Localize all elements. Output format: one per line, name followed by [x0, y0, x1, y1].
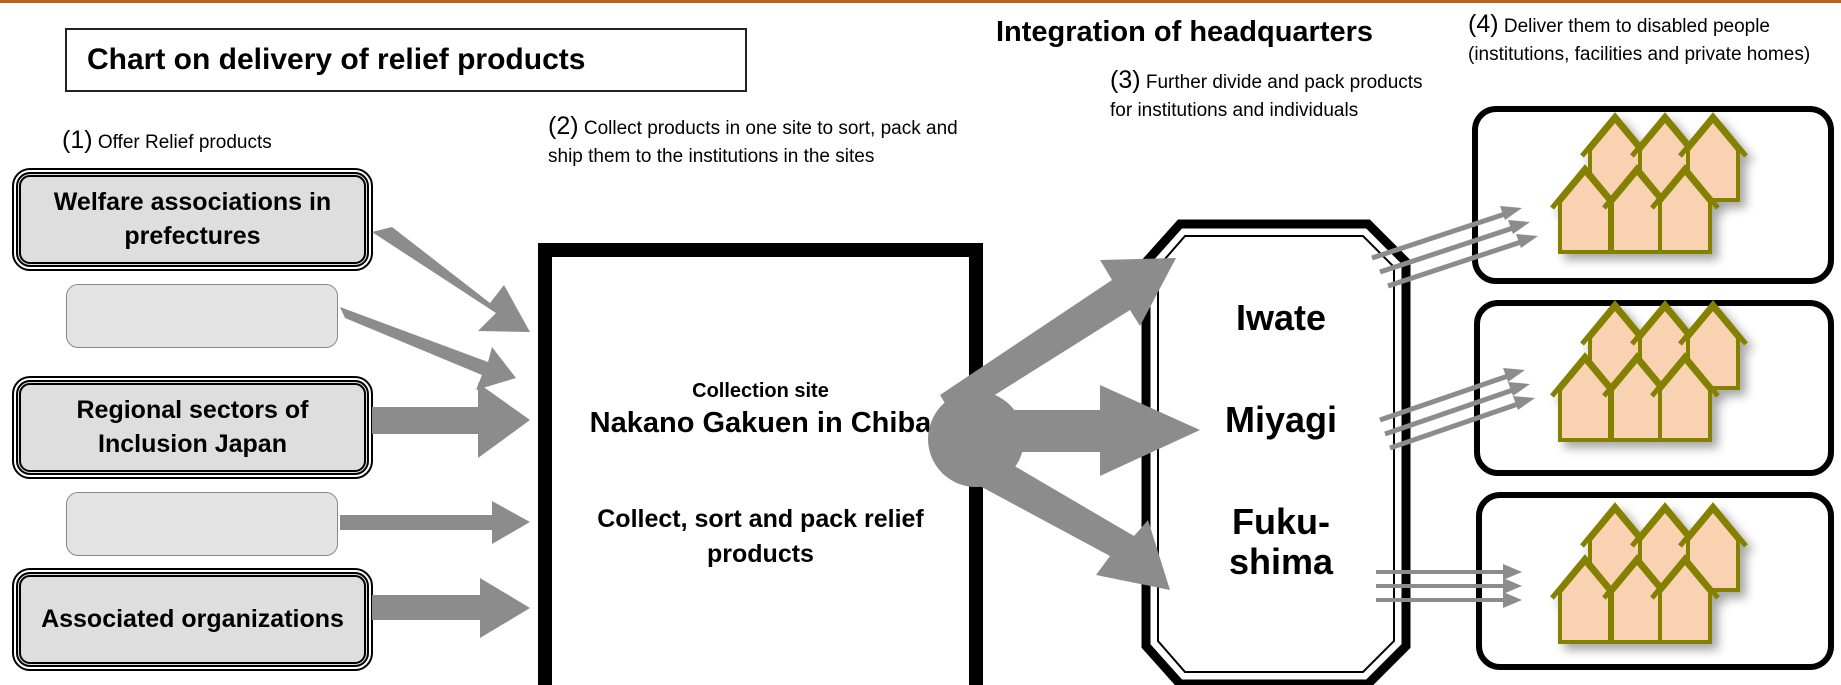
house-roof	[1678, 300, 1748, 346]
step-4-text: Deliver them to disabled people (institu…	[1468, 16, 1811, 65]
house-roof	[1550, 554, 1620, 600]
house-group-3	[1550, 502, 1748, 644]
collection-site-name: Nakano Gakuen in Chiba	[589, 407, 932, 439]
arrow-icon	[340, 307, 516, 390]
house-roof	[1630, 502, 1700, 548]
step-2-text: Collect products in one site to sort, pa…	[548, 118, 958, 167]
top-border-line	[0, 0, 1841, 3]
arrow-icon	[940, 258, 1176, 420]
house-roof	[1650, 554, 1720, 600]
arrow-icon	[340, 501, 530, 544]
headquarters-title: Integration of headquarters	[996, 16, 1374, 48]
source-associated-organizations: Associated organizations	[12, 568, 373, 671]
house-roof	[1602, 554, 1672, 600]
prefecture-iwate: Iwate	[1235, 297, 1327, 338]
house-roof	[1550, 164, 1620, 210]
step-1-text: Offer Relief products	[97, 132, 272, 153]
house-icon	[1658, 356, 1712, 442]
house-roof	[1580, 112, 1650, 158]
house-roof	[1630, 300, 1700, 346]
chart-title: Chart on delivery of relief products	[65, 28, 747, 92]
prefecture-fukushima: Fuku-shima	[1228, 501, 1334, 582]
collection-site-action: Collect, sort and pack relief products	[597, 505, 924, 568]
house-roof	[1678, 112, 1748, 158]
house-roof	[1602, 164, 1672, 210]
step-2-number: (2)	[548, 112, 579, 140]
house-roof	[1650, 352, 1720, 398]
source-blank-box-1	[66, 284, 338, 348]
arrow-icon	[372, 578, 530, 638]
step-3-number: (3)	[1110, 66, 1141, 94]
collection-site-label: Collection site	[692, 380, 829, 402]
source-blank-box-2	[66, 492, 338, 556]
step-3-label: (3) Further divide and pack products for…	[1110, 64, 1430, 123]
distribution-arrows-3	[1376, 564, 1522, 608]
step-1-label: (1) Offer Relief products	[62, 124, 462, 158]
step-2-label: (2) Collect products in one site to sort…	[548, 110, 988, 169]
house-roof	[1550, 352, 1620, 398]
house-roof	[1678, 502, 1748, 548]
source-regional-sectors: Regional sectors of Inclusion Japan	[12, 376, 373, 479]
source-associated-label: Associated organizations	[41, 604, 344, 633]
arrow-icon	[372, 383, 530, 458]
step-1-number: (1)	[62, 126, 93, 154]
house-roof	[1580, 502, 1650, 548]
prefecture-miyagi: Miyagi	[1224, 399, 1338, 440]
house-roof	[1650, 164, 1720, 210]
house-roof	[1602, 352, 1672, 398]
step-3-text: Further divide and pack products for ins…	[1110, 72, 1423, 121]
source-welfare-associations: Welfare associations in prefectures	[12, 168, 373, 271]
collection-site-box: Collection site Nakano Gakuen in Chiba C…	[538, 243, 983, 685]
source-regional-label: Regional sectors of Inclusion Japan	[76, 395, 309, 458]
step-4-label: (4) Deliver them to disabled people (ins…	[1468, 8, 1834, 67]
distribution-arrows-2	[1379, 368, 1535, 451]
house-group-2	[1550, 300, 1748, 442]
house-group-1	[1550, 112, 1748, 254]
source-welfare-label: Welfare associations in prefectures	[53, 187, 332, 250]
step-4-number: (4)	[1468, 10, 1499, 38]
house-icon	[1658, 558, 1712, 644]
distribution-arrows-1	[1371, 206, 1538, 289]
house-icon	[1658, 168, 1712, 254]
house-roof	[1580, 300, 1650, 346]
arrow-icon	[1000, 385, 1200, 476]
arrow-icon	[950, 440, 1170, 590]
house-roof	[1630, 112, 1700, 158]
arrow-icon	[372, 227, 530, 332]
